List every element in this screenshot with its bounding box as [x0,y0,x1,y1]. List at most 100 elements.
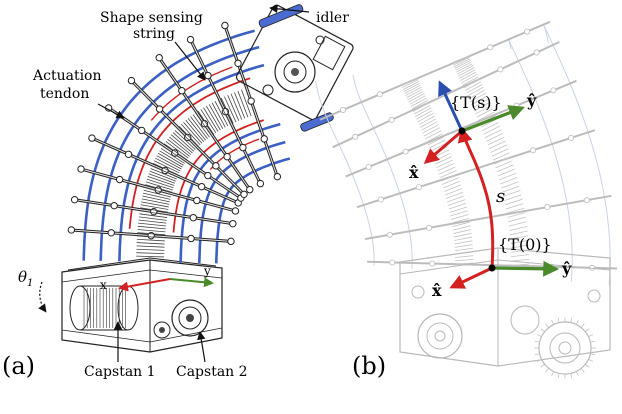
frame-disk-hole-1-3 [583,197,590,204]
frame-spring-1-12 [506,207,525,214]
spring-coil-43 [170,134,193,154]
gear-tooth-27 [590,340,596,343]
frame-spring-1-23 [495,160,513,169]
spring-coil-38 [162,145,187,162]
tip-x-hat-label: x̂ [409,163,419,182]
spring-coil-32 [153,160,180,174]
spring-coil-13 [139,213,168,218]
disk-hole-9-0 [221,21,229,30]
spring-coil-51 [187,118,206,141]
frame-spring-0-13 [450,214,469,220]
frame-spring-1-14 [505,198,523,206]
frame-disk-hole-3-2 [513,102,520,109]
frame-spring-0-56 [403,82,420,92]
spring-coil-67 [234,92,246,119]
frame-spring-0-57 [402,81,420,90]
frame-spring-1-41 [471,95,488,105]
spring-coil-52 [190,116,208,139]
frame-tendon-1 [315,80,375,266]
spring-coil-1 [136,252,165,255]
actuation-tendons [82,29,291,264]
frame-disk-hole-4-0 [352,133,359,140]
theta-label: θ1 [18,268,33,289]
gear-tooth-22 [570,317,573,323]
frame-spring-0-28 [436,159,454,168]
frame-disk-3 [356,129,596,209]
frame-spring-1-21 [497,168,515,177]
frame-spring-1-37 [476,108,493,118]
gear-tooth-2 [588,358,594,362]
spring-coil-2 [136,248,165,251]
frame-spring-0-42 [418,115,436,125]
frame-spring-1-30 [486,133,503,142]
frame-disk-hole-3-3 [550,87,557,94]
frame-disk-2 [364,194,612,241]
frame-spring-0-51 [408,93,425,103]
frame-spring-0-40 [421,121,438,131]
frame-spring-0-41 [420,118,437,128]
disk-hole-8-0 [186,35,195,44]
frame-spring-0-19 [446,191,464,199]
frame-spring-1-55 [455,61,472,71]
frame-spring-1-20 [498,172,517,181]
gear-tooth-25 [585,328,590,333]
spring-coil-14 [139,210,168,216]
frame-disk-hole-1-1 [426,224,433,231]
frame-spring-1-57 [453,58,471,68]
frame-tendon-2 [352,74,413,269]
frame-spring-1-52 [458,67,475,77]
frame-spring-0-38 [423,127,441,137]
frame-spring-1-54 [456,63,473,73]
frame-spring-1-28 [488,140,506,150]
frame-disk-hole-4-3 [533,49,540,56]
panel-a-drawing: Shape sensing string idler Actuation ten… [2,4,354,380]
spring-coil-29 [150,168,177,180]
panel-b-drawing: {T(s)} ŷ x̂ s {T(0)} ŷ x̂ (b) [315,20,618,380]
spring-coil-49 [183,121,203,144]
frame-spring-1-48 [462,76,479,86]
disk-hole-7-1 [178,87,186,95]
gear-tooth-24 [580,323,585,328]
frame-spring-0-7 [454,236,472,241]
frame-spring-1-34 [480,118,498,128]
disk-hole-9-3 [260,135,268,143]
spring-coil-39 [163,143,188,161]
frame-disk-hole-4-2 [497,66,504,73]
frame-spring-1-25 [492,152,510,161]
frame-disk-hole-1-0 [386,231,393,238]
spring-coil-36 [159,150,184,166]
frame-spring-1-9 [508,221,527,227]
capstan-1-spool [69,285,139,331]
frame-spring-1-40 [472,98,489,109]
disk-hole-5-3 [204,171,212,180]
disk-hole-1-4 [227,237,235,246]
frame-disk-hole-2-3 [568,134,575,141]
frame-spring-0-18 [446,195,465,203]
spring-coil-41 [167,138,190,157]
spring-coil-11 [138,219,167,224]
panel-b-label: (b) [352,352,386,380]
frame-spring-0-5 [454,244,473,248]
tendon-2 [99,45,260,261]
disk-hole-4-3 [197,182,206,191]
frame-spring-0-1 [455,258,474,262]
frame-spring-1-13 [505,203,524,210]
disk-hole-9-4 [273,172,282,181]
frame-spring-0-46 [413,104,431,115]
frame-tendon-4 [543,24,611,285]
frame-spring-0-37 [425,130,442,140]
gear-tooth-18 [545,323,550,328]
spring-coil-9 [137,225,166,230]
actuation-unit [38,257,223,353]
disk-hole-3-0 [77,165,85,173]
frame-spring-1-56 [454,59,471,69]
frame-spring-0-43 [417,112,434,123]
base-y-hat-label: ŷ [561,259,572,278]
frame-disk-6 [319,20,551,121]
gear-tooth-11 [540,363,545,368]
frame-spring-1-58 [453,56,470,66]
spring-coil-45 [174,130,196,150]
tip-y-hat-label: ŷ [526,91,537,110]
spring-coil-46 [176,128,198,149]
frame-disk-hole-0-1 [429,260,436,267]
